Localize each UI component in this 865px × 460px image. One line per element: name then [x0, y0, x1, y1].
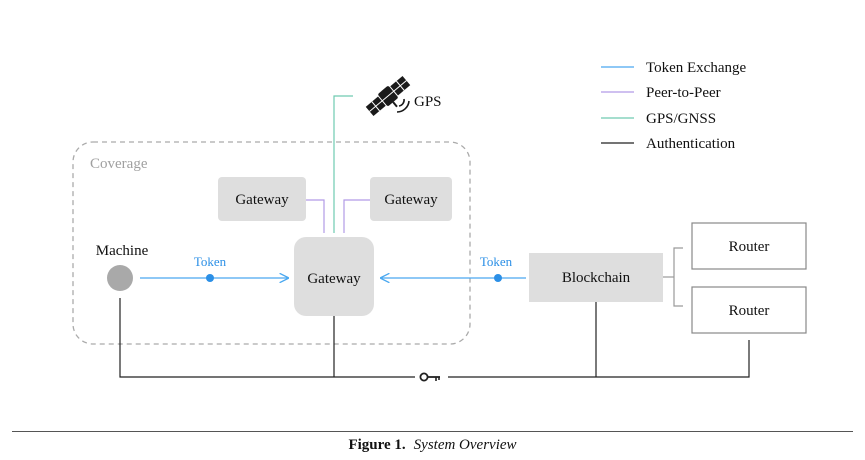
figure-title: System Overview	[413, 437, 517, 453]
authentication-bus	[119, 298, 750, 378]
router-bottom-box	[691, 286, 807, 334]
gateway-center-box	[294, 237, 374, 316]
gateway-right-box	[370, 177, 452, 221]
coverage-area	[72, 141, 471, 345]
p2p-link-left	[306, 199, 325, 233]
blockchain-label: Blockchain	[562, 270, 631, 286]
machine-node	[107, 265, 133, 291]
legend-label-token: Token Exchange	[646, 60, 747, 76]
gps-label: GPS	[414, 94, 442, 110]
p2p-link-right	[343, 199, 370, 233]
figure-number: Figure 1.	[348, 437, 406, 453]
satellite-icon	[365, 75, 411, 117]
gateway-left-label: Gateway	[235, 192, 289, 208]
token-dot-right	[494, 274, 502, 282]
legend-label-auth: Authentication	[646, 136, 736, 152]
token-label-right: Token	[480, 254, 513, 269]
token-dot-left	[206, 274, 214, 282]
gateway-left-box	[218, 177, 306, 221]
gateway-center-label: Gateway	[307, 271, 361, 287]
signal-waves-icon	[396, 98, 410, 113]
caption-rule	[12, 431, 853, 432]
key-icon	[419, 372, 440, 382]
router-bottom-label: Router	[729, 303, 770, 319]
router-top-label: Router	[729, 239, 770, 255]
legend-label-p2p: Peer-to-Peer	[646, 85, 721, 101]
blockchain-box	[529, 253, 663, 302]
gps-link	[333, 95, 353, 233]
gateway-right-label: Gateway	[384, 192, 438, 208]
router-links	[663, 247, 683, 307]
machine-label: Machine	[96, 243, 149, 259]
legend: Token Exchange Peer-to-Peer GPS/GNSS Aut…	[601, 60, 747, 152]
figure-caption: Figure 1. System Overview	[0, 437, 865, 454]
token-label-left: Token	[194, 254, 227, 269]
coverage-label: Coverage	[90, 156, 148, 172]
router-top-box	[691, 222, 807, 270]
legend-label-gps: GPS/GNSS	[646, 111, 716, 127]
